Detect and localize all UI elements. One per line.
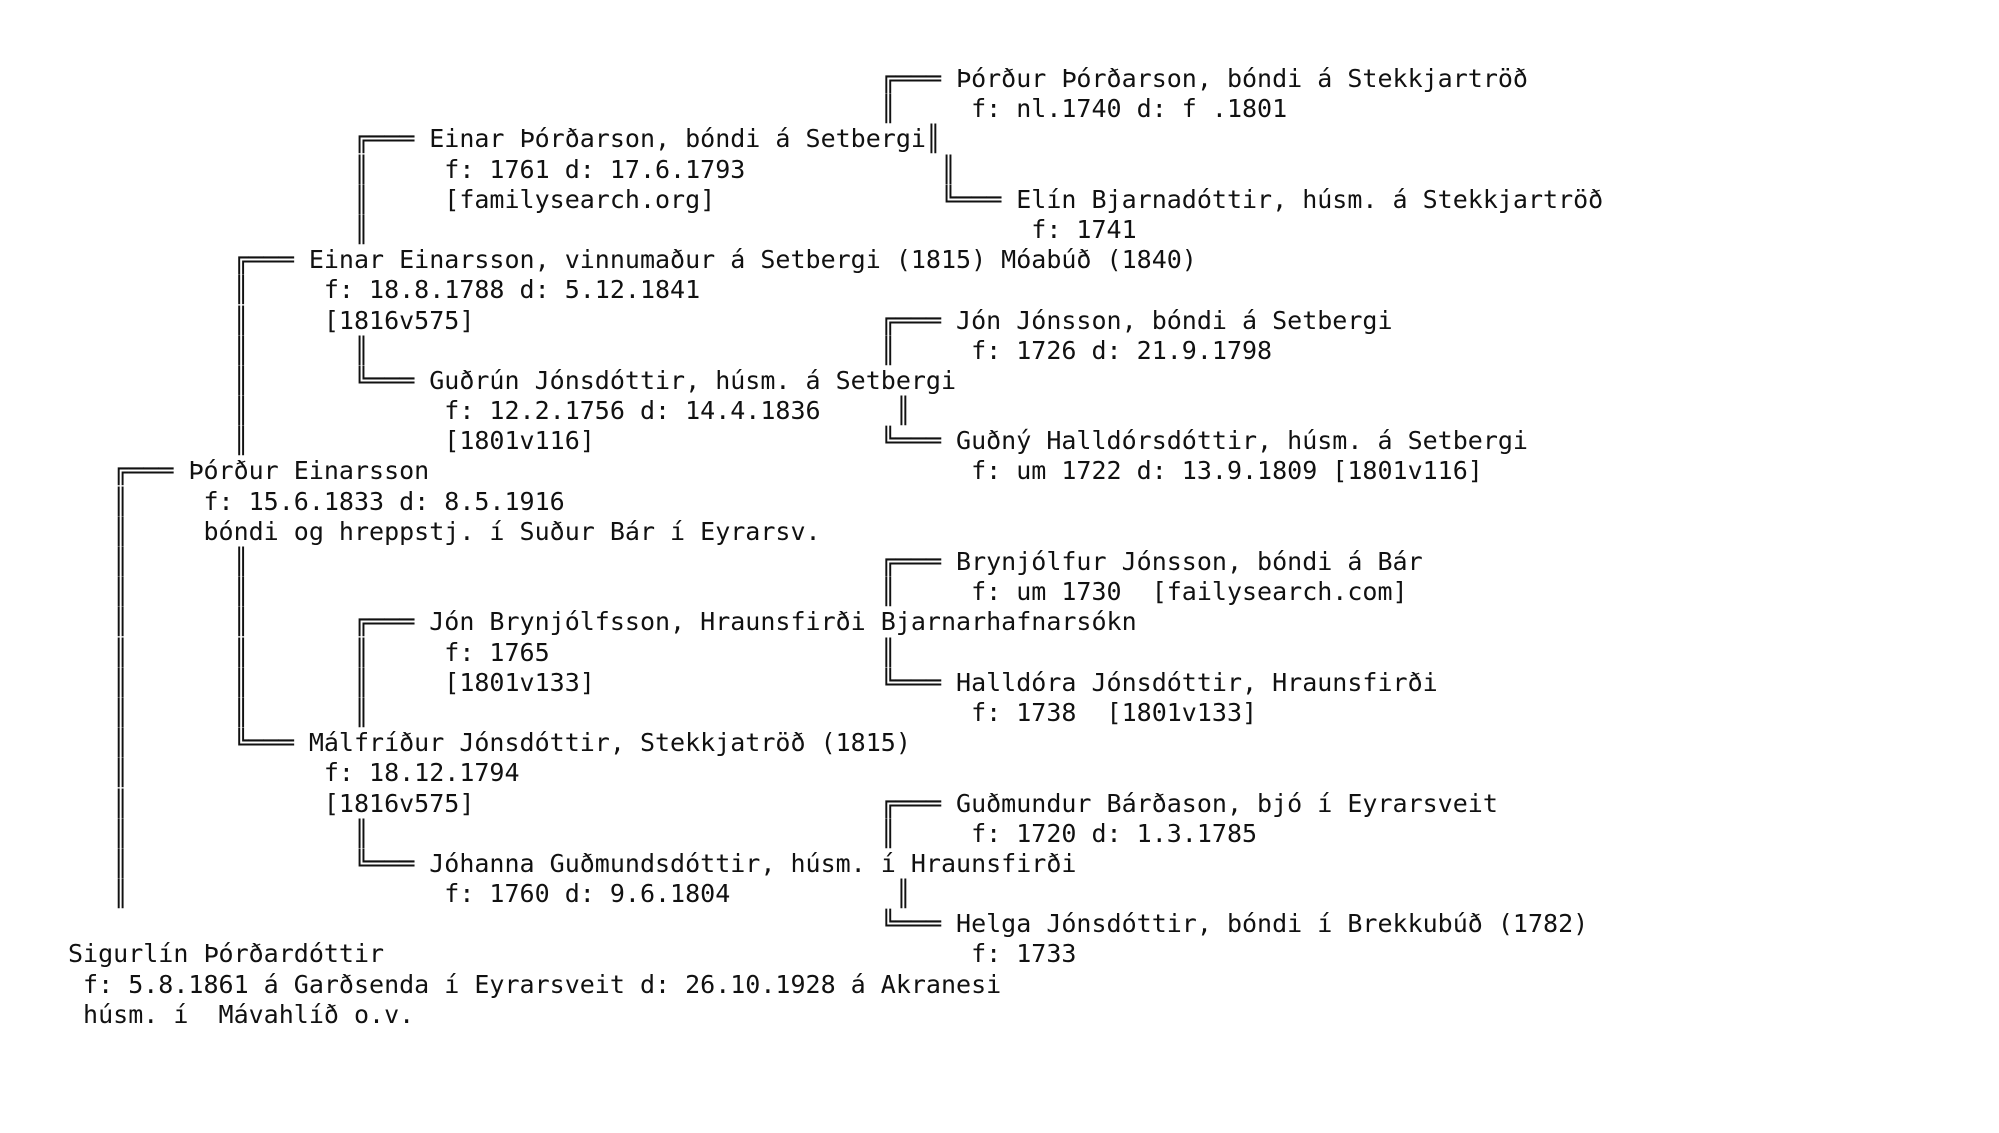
tree-line: ║ ║ ║ [1801v133] ╚═══ Halldóra Jónsdótti…	[68, 667, 1438, 697]
tree-line: ║ ╚═══ Málfríður Jónsdóttir, Stekkjatröð…	[68, 728, 911, 758]
tree-line: ╔═══ Þórður Einarsson f: um 1722 d: 13.9…	[68, 456, 1483, 486]
tree-line: Sigurlín Þórðardóttir f: 1733	[68, 939, 1077, 969]
tree-line: ║ f: 15.6.1833 d: 8.5.1916	[68, 486, 565, 516]
tree-line: ║ ║ ║ f: 1765 ║	[68, 637, 896, 667]
tree-line: ╔═══ Einar Þórðarson, bóndi á Setbergi║	[68, 124, 941, 154]
tree-line: húsm. í Mávahlíð o.v.	[68, 999, 415, 1029]
tree-line: ║ f: 12.2.1756 d: 14.4.1836 ║	[68, 396, 911, 426]
tree-line: ║ ║ ╔═══ Brynjólfur Jónsson, bóndi á Bár	[68, 547, 1423, 576]
tree-line: ║ f: nl.1740 d: f .1801	[68, 94, 1288, 124]
tree-line: ║ f: 1760 d: 9.6.1804 ║	[68, 879, 911, 909]
tree-line: f: 5.8.1861 á Garðsenda í Eyrarsveit d: …	[68, 969, 1002, 999]
tree-line: ║ ║ ║ f: 1726 d: 21.9.1798	[68, 335, 1273, 365]
tree-line: ╚═══ Helga Jónsdóttir, bóndi í Brekkubúð…	[68, 909, 1589, 939]
tree-line: ║ [1816v575] ╔═══ Guðmundur Bárðason, bj…	[68, 788, 1498, 818]
tree-line: ║ f: 18.12.1794	[68, 758, 520, 788]
tree-line: ║ ║ ║ f: 1720 d: 1.3.1785	[68, 818, 1258, 848]
pedigree-tree: ╔═══ Þórður Þórðarson, bóndi á Stekkjart…	[68, 64, 1603, 1030]
tree-line: ║ f: 1761 d: 17.6.1793 ║	[68, 154, 957, 184]
tree-line: ║ f: 18.8.1788 d: 5.12.1841	[68, 275, 701, 305]
tree-line: ║ [1816v575] ╔═══ Jón Jónsson, bóndi á S…	[68, 305, 1393, 335]
tree-line: ║ f: 1741	[68, 214, 1137, 244]
tree-line: ║ ║ ╔═══ Jón Brynjólfsson, Hraunsfirði B…	[68, 607, 1137, 637]
tree-line: ╔═══ Einar Einarsson, vinnumaður á Setbe…	[68, 245, 1197, 275]
tree-line: ╔═══ Þórður Þórðarson, bóndi á Stekkjart…	[68, 64, 1528, 93]
tree-line: ║ ║ ║ f: 1738 [1801v133]	[68, 697, 1258, 727]
tree-line: ║ [familysearch.org] ╚═══ Elín Bjarnadót…	[68, 184, 1604, 214]
tree-line: ║ ║ ║ f: um 1730 [failysearch.com]	[68, 577, 1408, 607]
tree-line: ║ bóndi og hreppstj. í Suður Bár í Eyrar…	[68, 516, 821, 546]
tree-line: ║ ╚═══ Jóhanna Guðmundsdóttir, húsm. í H…	[68, 848, 1077, 878]
tree-line: ║ ╚═══ Guðrún Jónsdóttir, húsm. á Setber…	[68, 365, 957, 395]
tree-line: ║ [1801v116] ╚═══ Guðný Halldórsdóttir, …	[68, 426, 1528, 456]
